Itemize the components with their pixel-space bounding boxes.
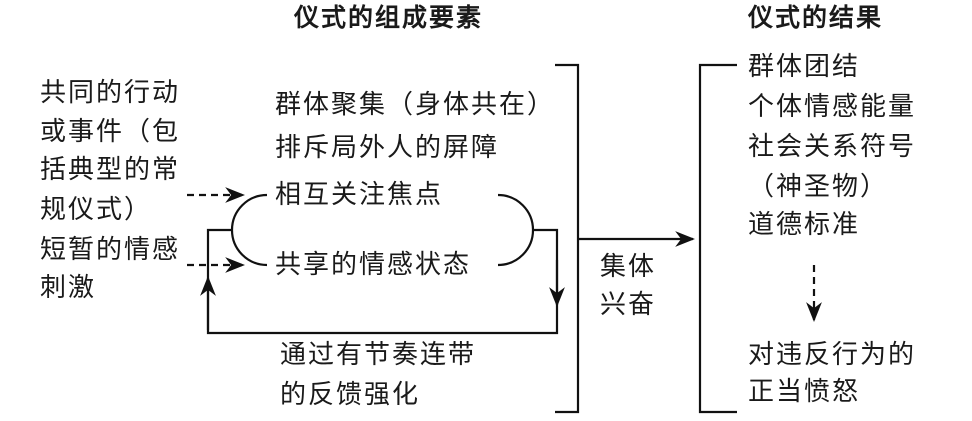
input-line: 共同的行动: [40, 78, 181, 108]
component-assembly: 群体聚集（身体共在）: [275, 90, 556, 120]
consequence-label: 正当愤怒: [748, 377, 861, 407]
input-line: 短暂的情感: [40, 235, 181, 265]
input-line: 或事件（包: [40, 117, 181, 147]
outcome-item: 个体情感能量: [748, 92, 917, 122]
feedback-label: 通过有节奏连带: [280, 340, 477, 370]
outcomes-bracket: [698, 63, 737, 414]
effervescence-label: 兴奋: [600, 290, 657, 320]
input-line: 规仪式）: [40, 195, 153, 225]
right-arc: [497, 193, 535, 267]
component-barrier: 排斥局外人的屏障: [275, 133, 500, 163]
left-arc: [230, 193, 268, 267]
components-bracket: [555, 63, 580, 414]
input-line: 括典型的常: [40, 155, 181, 185]
outcome-item: （神圣物）: [748, 172, 889, 202]
input-line: 刺激: [40, 273, 97, 303]
outcome-item: 社会关系符号: [748, 132, 917, 162]
component-shared-mood: 共享的情感状态: [275, 250, 472, 280]
feedback-loop-line: [206, 228, 559, 335]
component-mutual-focus: 相互关注焦点: [275, 180, 444, 210]
outcomes-title: 仪式的结果: [748, 3, 884, 32]
feedback-label: 的反馈强化: [280, 380, 421, 410]
outcome-item: 道德标准: [748, 210, 861, 240]
consequence-label: 对违反行为的: [748, 340, 917, 370]
outcome-item: 群体团结: [748, 52, 861, 82]
components-title: 仪式的组成要素: [294, 3, 484, 32]
effervescence-label: 集体: [600, 252, 657, 282]
